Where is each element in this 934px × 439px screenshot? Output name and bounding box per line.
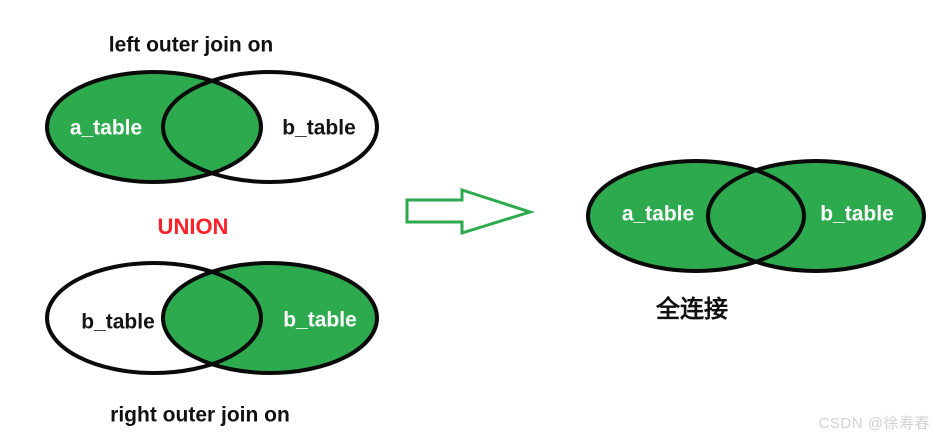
csdn-watermark: CSDN @徐寿春 bbox=[818, 415, 930, 432]
full-join-b-ellipse bbox=[706, 159, 926, 273]
full-join-venn bbox=[586, 159, 926, 273]
full-join-b-table-label: b_table bbox=[820, 202, 894, 226]
right-arrow-icon bbox=[405, 187, 535, 236]
left-join-b-table-label: b_table bbox=[282, 116, 356, 140]
full-join-a-table-label: a_table bbox=[621, 202, 695, 226]
right-join-b-ellipse bbox=[161, 261, 379, 375]
left-join-a-table-label: a_table bbox=[69, 116, 143, 140]
right-join-title: right outer join on bbox=[110, 403, 290, 427]
left-join-intersection-arc bbox=[161, 72, 261, 182]
right-join-left-label: b_table bbox=[81, 310, 155, 334]
left-join-a-ellipse bbox=[45, 70, 263, 184]
left-join-title: left outer join on bbox=[108, 33, 274, 57]
full-join-caption: 全连接 bbox=[656, 296, 728, 323]
left-outer-join-venn bbox=[45, 70, 379, 184]
full-join-intersection-arc bbox=[708, 161, 806, 271]
right-join-right-label: b_table bbox=[283, 308, 357, 332]
right-join-intersection-arc bbox=[163, 263, 263, 373]
right-outer-join-venn bbox=[45, 261, 379, 375]
union-label: UNION bbox=[157, 214, 229, 239]
